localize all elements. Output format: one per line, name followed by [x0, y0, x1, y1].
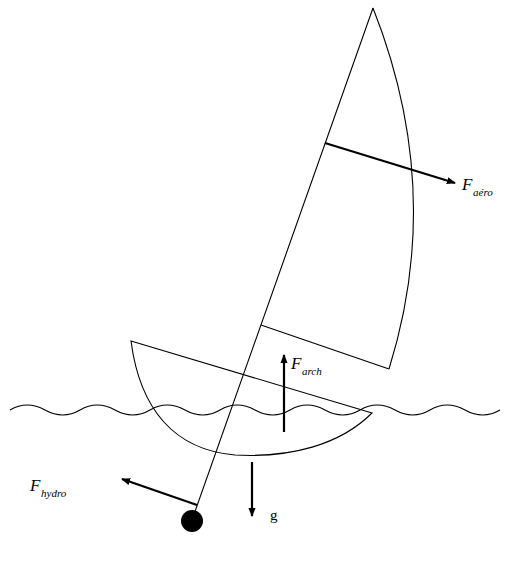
gravity-label: g — [270, 508, 278, 523]
gravity-arrow — [251, 462, 253, 516]
force-symbol: F — [291, 355, 301, 372]
boom — [261, 325, 389, 369]
sail-leech — [373, 8, 414, 369]
hull — [131, 341, 372, 455]
hydro-force-arrow — [122, 479, 197, 505]
water-wave — [10, 405, 500, 415]
force-subscript: hydro — [41, 488, 66, 499]
force-symbol: F — [30, 477, 40, 494]
force-symbol: F — [462, 176, 472, 193]
aero-force-arrow — [325, 143, 455, 183]
keel-ballast — [181, 510, 203, 532]
force-subscript: aéro — [473, 187, 493, 198]
buoyancy-arrow — [283, 355, 285, 432]
force-subscript: arch — [302, 366, 322, 377]
mast — [192, 8, 373, 520]
